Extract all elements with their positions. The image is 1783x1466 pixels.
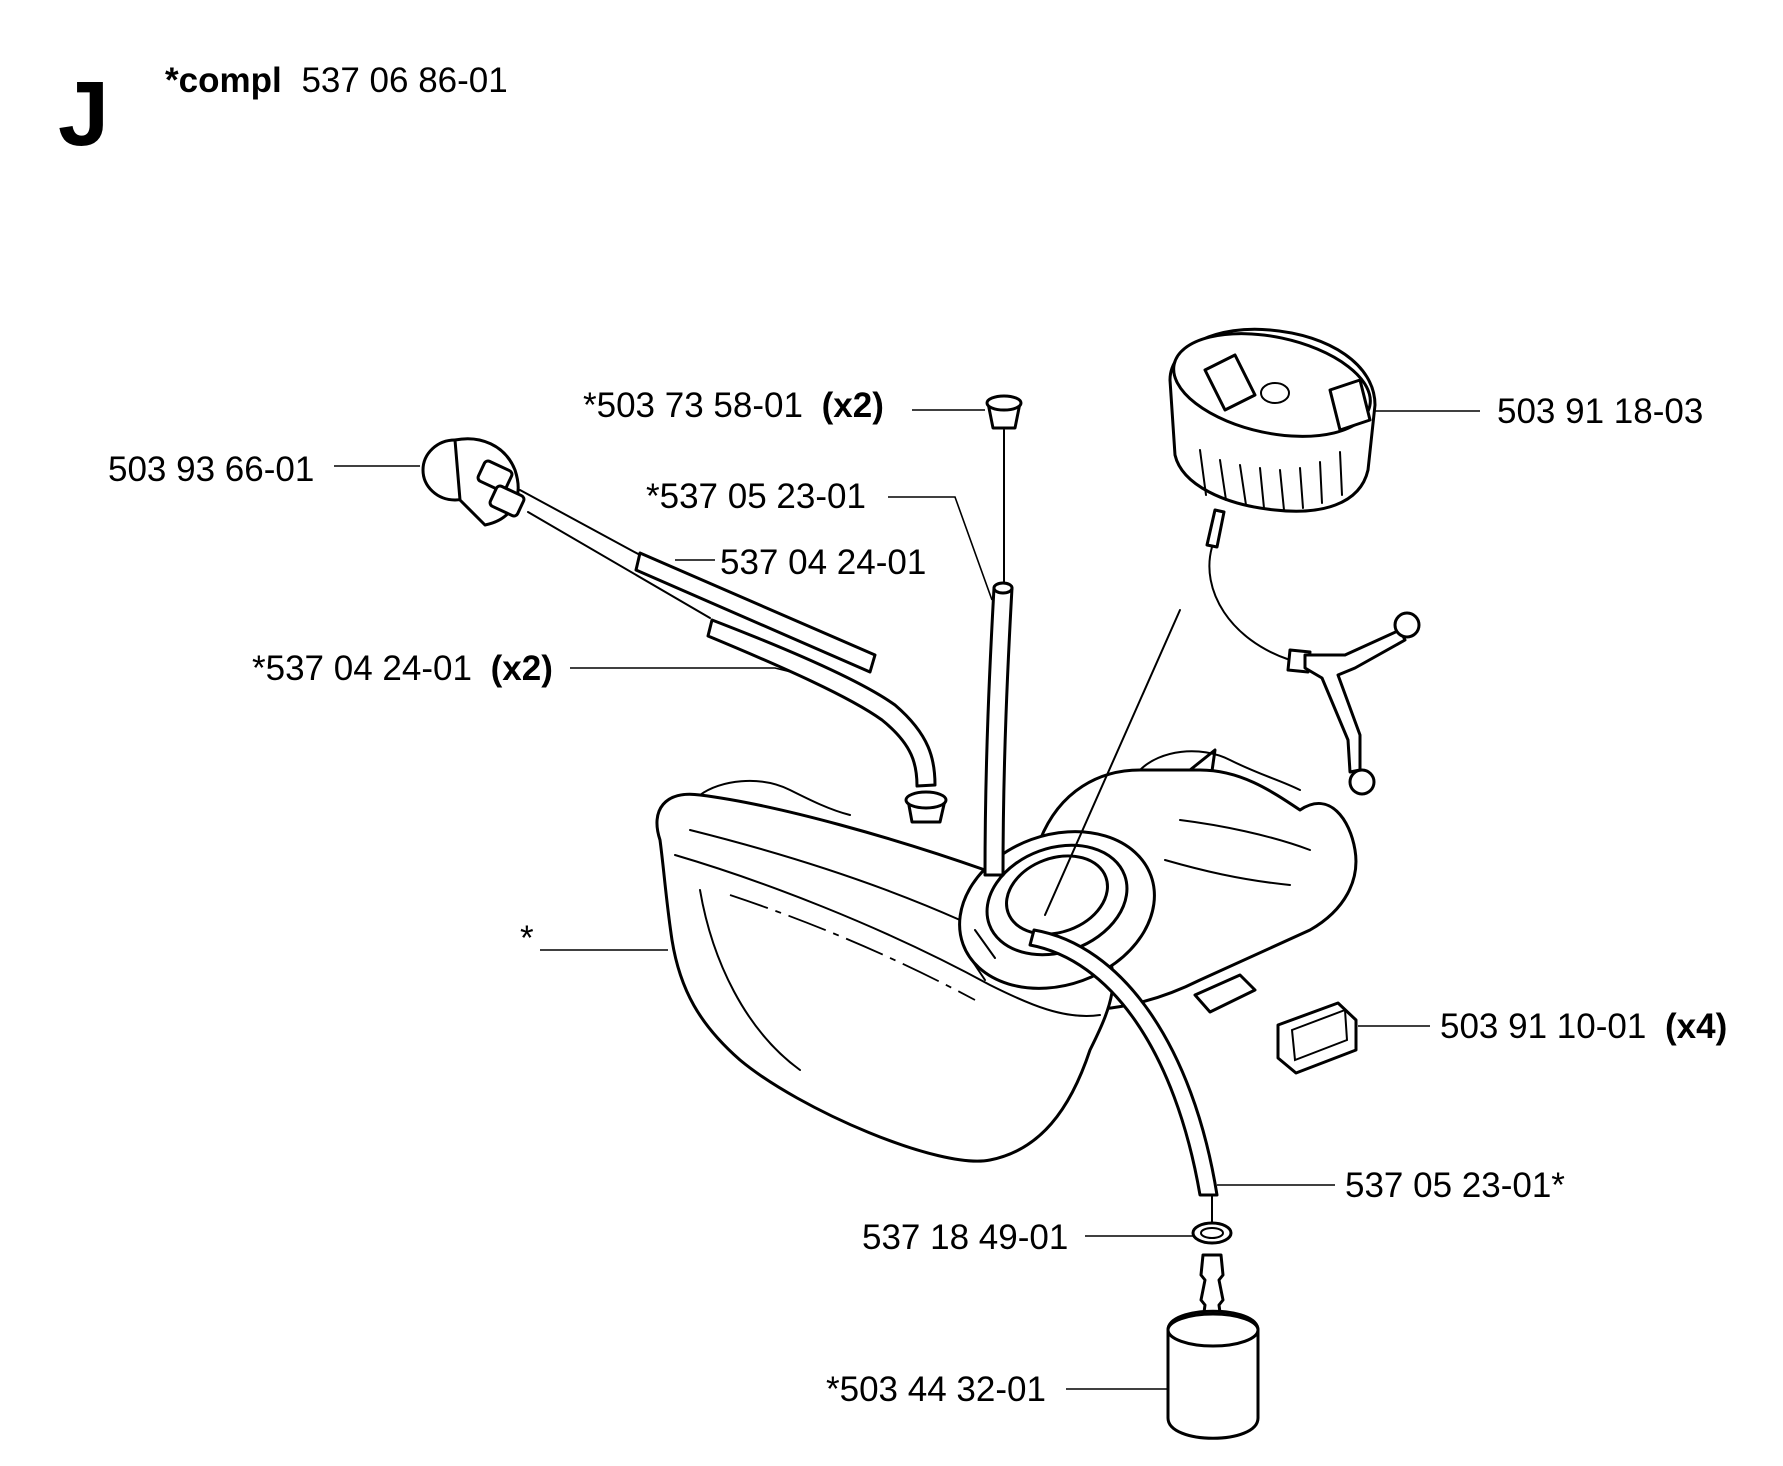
- o-ring-drawing: [1191, 1221, 1233, 1245]
- suction-hose-drawing: [1028, 928, 1219, 1223]
- callout-cap: 503 91 18-03: [1497, 392, 1703, 431]
- leader-fuel-hose-pair: [570, 667, 796, 674]
- callout-fuel-hose-pair: *537 04 24-01 (x2): [252, 649, 553, 688]
- fuel-filter-drawing: [1166, 1253, 1260, 1440]
- callout-fuel-hose: 537 04 24-01: [720, 543, 926, 582]
- callout-o-ring: 537 18 49-01: [862, 1218, 1068, 1257]
- callout-rubber-pad: 503 91 10-01 (x4): [1440, 1007, 1727, 1046]
- callout-fuel-hose-pair-part: *537 04 24-01: [252, 649, 472, 688]
- compl-label: *compl 537 06 86-01: [165, 61, 508, 100]
- fuel-tank-drawing: [655, 748, 1358, 1163]
- section-letter: J: [58, 63, 109, 165]
- callout-grommet-top-part: *503 73 58-01: [583, 386, 803, 425]
- filler-cap-drawing: [1168, 327, 1421, 796]
- callout-rubber-pad-part: 503 91 10-01: [1440, 1007, 1646, 1046]
- callout-tank: *: [520, 919, 534, 958]
- callout-rubber-pad-qty: (x4): [1665, 1007, 1727, 1046]
- rubber-pad-drawing: [1276, 1001, 1358, 1075]
- callout-vent-hose: *537 05 23-01: [646, 477, 866, 516]
- callout-primer-bulb: 503 93 66-01: [108, 450, 314, 489]
- primer-bulb-drawing: [421, 437, 711, 619]
- callout-fuel-filter: *503 44 32-01: [826, 1370, 1046, 1409]
- fuel-hoses-drawing: [634, 551, 948, 824]
- callout-grommet-top-qty: (x2): [822, 386, 884, 425]
- callout-grommet-top: *503 73 58-01 (x2): [583, 386, 884, 425]
- compl-prefix: *compl: [165, 61, 282, 100]
- vent-hose-drawing: [983, 394, 1023, 877]
- cap-to-tank-line: [1044, 609, 1181, 916]
- leader-vent-hose: [888, 496, 993, 601]
- compl-number: 537 06 86-01: [301, 61, 507, 100]
- callout-fuel-hose-pair-qty: (x2): [491, 649, 553, 688]
- callout-suction-hose: 537 05 23-01*: [1345, 1166, 1565, 1205]
